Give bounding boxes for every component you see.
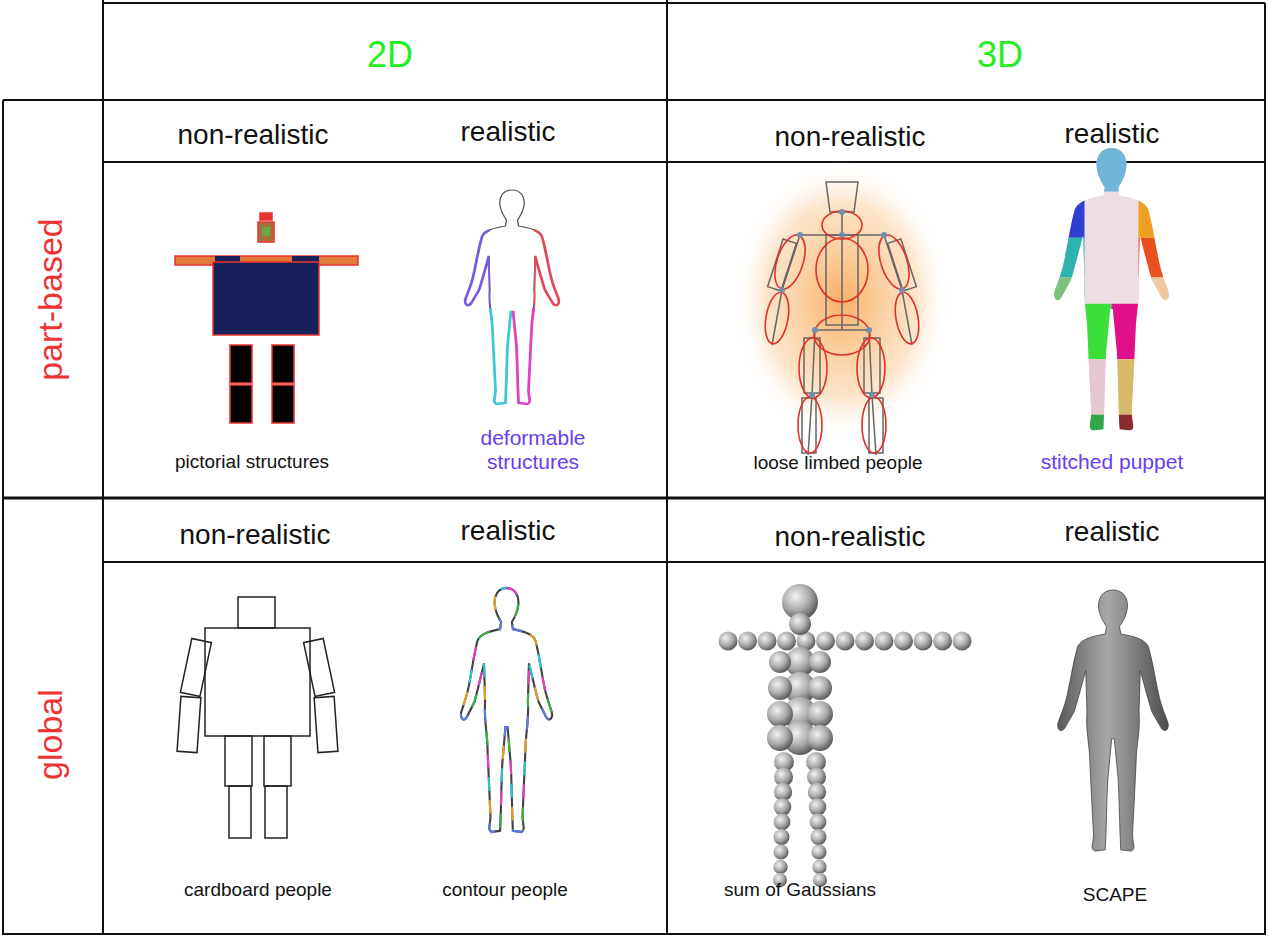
gaussian-sphere [758,632,777,651]
contour-people-figure [461,588,552,832]
gaussian-sphere [811,844,826,859]
sub-header: non-realistic [180,519,331,551]
gaussian-sphere [808,676,832,700]
gaussian-sphere [809,798,827,816]
sub-header: realistic [1065,118,1160,150]
gaussian-sphere [811,829,827,845]
gaussian-sphere [773,844,788,859]
cardboard-people-figure [177,597,338,838]
model-name: pictorial structures [175,451,329,473]
gaussian-sphere [894,632,913,651]
sum-of-gaussians-figure [719,584,972,887]
gaussian-sphere [789,613,811,635]
gaussian-sphere [774,829,790,845]
pictorial-structures-figure [175,213,358,423]
gaussian-sphere [836,632,855,651]
model-name: deformable structures [463,426,603,474]
gaussian-sphere [774,798,792,816]
gaussian-sphere [773,860,787,874]
model-name: cardboard people [184,879,332,901]
model-name: loose limbed people [753,452,922,474]
sub-header: realistic [461,515,556,547]
model-name: SCAPE [1083,884,1147,906]
sub-header: non-realistic [775,521,926,553]
gaussian-sphere [774,814,791,831]
sub-header: realistic [1065,516,1160,548]
sub-header: non-realistic [178,119,329,151]
row-header: global [30,690,69,781]
gaussian-sphere [855,632,874,651]
gaussian-sphere [767,725,793,751]
table-grid [3,0,1265,935]
gaussian-sphere [807,701,833,727]
gaussian-sphere [914,632,933,651]
column-header: 2D [367,34,413,75]
column-header: 3D [977,34,1023,75]
model-name: sum of Gaussians [724,879,876,901]
gaussian-sphere [810,814,827,831]
gaussian-sphere [768,676,792,700]
gaussian-sphere [953,632,972,651]
gaussian-sphere [875,632,894,651]
gaussian-sphere [809,651,831,673]
scape-figure [1058,590,1169,851]
gaussian-sphere [738,632,757,651]
row-header: part-based [30,219,69,382]
gaussian-sphere [807,725,833,751]
gaussian-sphere [769,651,791,673]
loose-limbed-figure [734,160,950,455]
model-name: contour people [442,879,568,901]
deformable-structures-figure [465,190,559,404]
sub-header: realistic [461,116,556,148]
gaussian-sphere [933,632,952,651]
gaussian-sphere [816,632,835,651]
gaussian-sphere [719,632,738,651]
gaussian-sphere [777,632,796,651]
gaussian-sphere [812,860,826,874]
stitched-puppet-figure [1044,148,1179,441]
gaussian-sphere [767,701,793,727]
sub-header: non-realistic [775,121,926,153]
model-name: stitched puppet [1041,450,1183,474]
